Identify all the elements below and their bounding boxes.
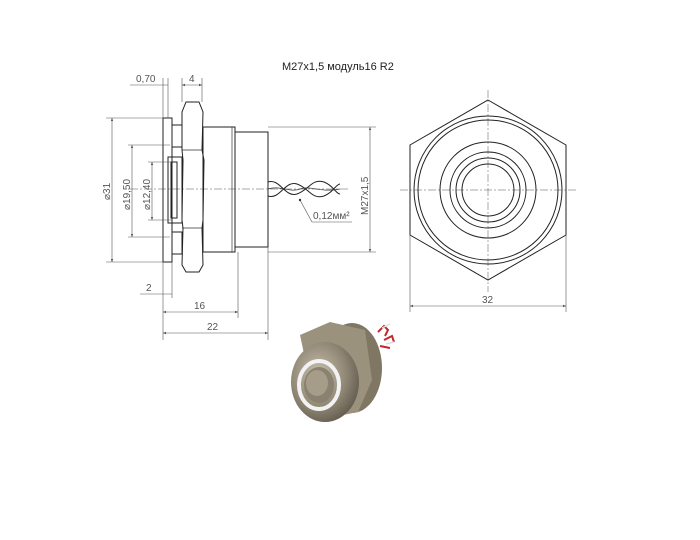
drawing-title: M27x1,5 модуль16 R2 xyxy=(282,61,394,73)
dim-ring-diameter: ⌀19,50 xyxy=(122,179,133,210)
dim-total-length: 22 xyxy=(207,322,219,333)
side-view xyxy=(130,101,350,273)
product-render xyxy=(291,322,395,422)
twisted-wires-icon xyxy=(267,180,341,198)
side-dimensions: 0,70 4 ⌀31 ⌀19,50 ⌀12,40 M27x1,5 0,12мм²… xyxy=(102,74,376,340)
dim-hex-width: 32 xyxy=(482,295,494,306)
dim-outer-diameter: ⌀31 xyxy=(102,182,113,200)
dim-thread: M27x1,5 xyxy=(360,176,371,215)
dim-flange-thickness: 0,70 xyxy=(136,74,156,85)
front-view: 32 xyxy=(400,90,578,312)
dim-nut-width: 4 xyxy=(189,74,195,85)
dim-body-length: 16 xyxy=(194,301,206,312)
dim-wire-section: 0,12мм² xyxy=(313,211,350,222)
dim-button-diameter: ⌀12,40 xyxy=(142,179,153,210)
dim-front-offset: 2 xyxy=(146,283,152,294)
